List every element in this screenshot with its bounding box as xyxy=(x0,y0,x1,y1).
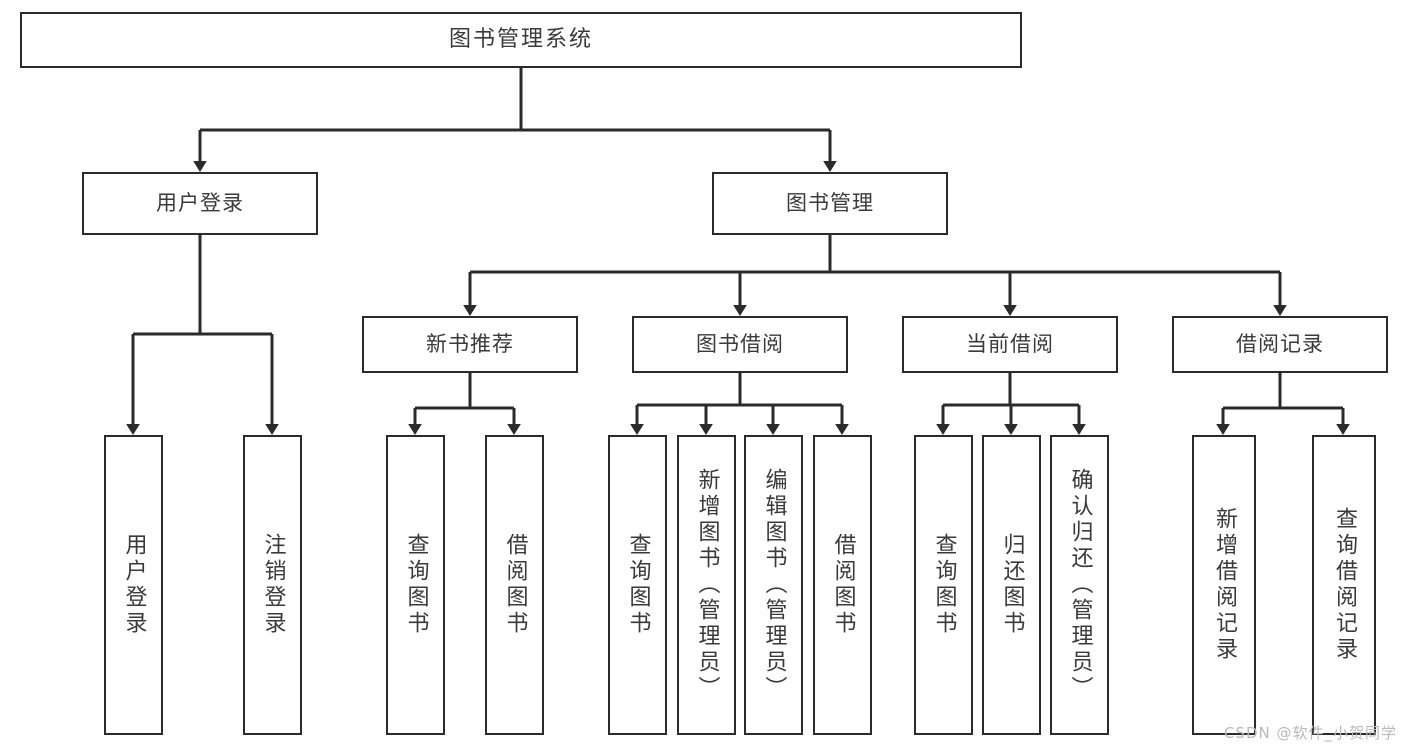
bookmanage-to-level2-arrowhead-3 xyxy=(1273,305,1287,316)
node-leaf-return-book[interactable]: 归还图书 xyxy=(982,435,1041,735)
node-leaf-query-book-1[interactable]: 查询图书 xyxy=(386,435,445,735)
borrowrecord-children-arrowhead-0 xyxy=(1216,424,1230,435)
node-new-book-rec-label: 新书推荐 xyxy=(426,332,514,357)
bookmanage-to-level2-arrowhead-1 xyxy=(733,305,747,316)
bookborrow-children-arrowhead-2 xyxy=(766,424,780,435)
bookmanage-to-level2-arrowhead-0 xyxy=(463,305,477,316)
node-leaf-query-record[interactable]: 查询借阅记录 xyxy=(1312,435,1376,735)
node-leaf-query-book-1-label: 查询图书 xyxy=(403,533,429,637)
node-leaf-query-book-3-label: 查询图书 xyxy=(931,533,957,637)
node-current-borrow[interactable]: 当前借阅 xyxy=(902,316,1118,373)
node-leaf-add-book-label: 新增图书（管理员） xyxy=(694,468,720,702)
node-current-borrow-label: 当前借阅 xyxy=(966,332,1054,357)
newbook-children-arrowhead-0 xyxy=(408,424,422,435)
root-node[interactable]: 图书管理系统 xyxy=(20,12,1022,68)
node-leaf-add-book[interactable]: 新增图书（管理员） xyxy=(677,435,736,735)
node-leaf-borrow-book-2[interactable]: 借阅图书 xyxy=(813,435,872,735)
node-leaf-add-record-label: 新增借阅记录 xyxy=(1211,507,1237,663)
node-leaf-logout[interactable]: 注销登录 xyxy=(243,435,302,735)
currentborrow-children-arrowhead-0 xyxy=(936,424,950,435)
currentborrow-children-arrowhead-1 xyxy=(1004,424,1018,435)
node-user-login[interactable]: 用户登录 xyxy=(82,172,318,235)
node-borrow-record[interactable]: 借阅记录 xyxy=(1172,316,1388,373)
node-leaf-edit-book[interactable]: 编辑图书（管理员） xyxy=(744,435,803,735)
bookmanage-to-level2-arrowhead-2 xyxy=(1003,305,1017,316)
root-to-level1-arrowhead-1 xyxy=(823,161,837,172)
node-book-borrow[interactable]: 图书借阅 xyxy=(632,316,848,373)
node-leaf-user-login-label: 用户登录 xyxy=(121,533,147,637)
node-leaf-query-book-2-label: 查询图书 xyxy=(625,533,651,637)
borrowrecord-children-arrowhead-1 xyxy=(1336,424,1350,435)
userlogin-children-arrowhead-0 xyxy=(126,424,140,435)
newbook-children-arrowhead-1 xyxy=(507,424,521,435)
node-leaf-query-book-2[interactable]: 查询图书 xyxy=(608,435,667,735)
node-leaf-query-book-3[interactable]: 查询图书 xyxy=(914,435,973,735)
node-book-borrow-label: 图书借阅 xyxy=(696,332,784,357)
node-leaf-return-book-label: 归还图书 xyxy=(999,533,1025,637)
node-leaf-add-record[interactable]: 新增借阅记录 xyxy=(1192,435,1256,735)
node-leaf-user-login[interactable]: 用户登录 xyxy=(104,435,163,735)
node-leaf-borrow-book-1[interactable]: 借阅图书 xyxy=(485,435,544,735)
bookborrow-children-arrowhead-0 xyxy=(630,424,644,435)
node-new-book-rec[interactable]: 新书推荐 xyxy=(362,316,578,373)
root-node-label: 图书管理系统 xyxy=(448,27,593,53)
bookborrow-children-arrowhead-3 xyxy=(835,424,849,435)
watermark: CSDN @软件_小贺同学 xyxy=(1223,724,1397,742)
node-book-manage-label: 图书管理 xyxy=(786,191,874,216)
bookborrow-children-arrowhead-1 xyxy=(699,424,713,435)
node-leaf-logout-label: 注销登录 xyxy=(260,533,286,637)
node-borrow-record-label: 借阅记录 xyxy=(1236,332,1324,357)
userlogin-children-arrowhead-1 xyxy=(265,424,279,435)
node-leaf-query-record-label: 查询借阅记录 xyxy=(1331,507,1357,663)
node-leaf-confirm-return-label: 确认归还（管理员） xyxy=(1067,468,1093,702)
node-book-manage[interactable]: 图书管理 xyxy=(712,172,948,235)
node-leaf-borrow-book-1-label: 借阅图书 xyxy=(502,533,528,637)
currentborrow-children-arrowhead-2 xyxy=(1072,424,1086,435)
node-user-login-label: 用户登录 xyxy=(156,191,244,216)
root-to-level1-arrowhead-0 xyxy=(193,161,207,172)
node-leaf-edit-book-label: 编辑图书（管理员） xyxy=(761,468,787,702)
node-leaf-confirm-return[interactable]: 确认归还（管理员） xyxy=(1050,435,1109,735)
node-leaf-borrow-book-2-label: 借阅图书 xyxy=(830,533,856,637)
